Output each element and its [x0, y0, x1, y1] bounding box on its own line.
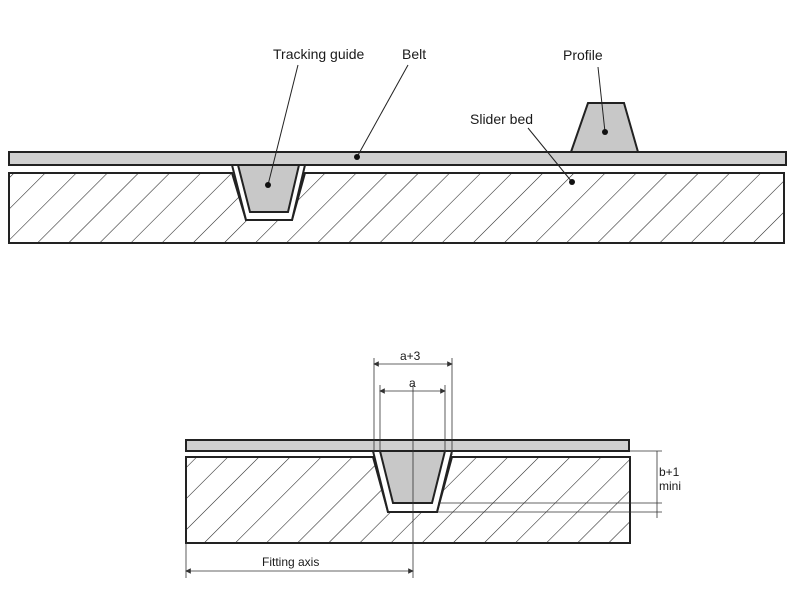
label-slider-bed: Slider bed: [470, 111, 533, 127]
label-tracking-guide: Tracking guide: [273, 46, 365, 62]
top-belt: [8, 151, 787, 166]
top-slider-bed: [8, 172, 785, 244]
top-leaders: [265, 64, 608, 188]
dim-b-plus-1: b+1 mini: [659, 465, 681, 493]
label-b-plus-1: b+1: [659, 465, 680, 479]
dim-a-plus-3: a+3: [373, 349, 453, 367]
label-belt: Belt: [402, 46, 426, 62]
top-tracking-guide: [236, 164, 301, 213]
bottom-belt: [185, 439, 630, 452]
dim-a: a: [379, 376, 446, 394]
bottom-tracking-guide: [378, 450, 447, 504]
bottom-depth-extension: [438, 450, 662, 518]
dim-fitting-axis: Fitting axis: [185, 555, 414, 574]
label-fitting-axis: Fitting axis: [262, 555, 319, 569]
label-a: a: [409, 376, 416, 390]
bottom-diagram: a+3 a b+1 mini Fitting axis: [185, 349, 681, 578]
top-diagram: Tracking guide Belt Profile Slider bed: [8, 46, 787, 244]
label-profile: Profile: [563, 47, 603, 63]
label-a-plus-3: a+3: [400, 349, 421, 363]
label-mini: mini: [659, 479, 681, 493]
